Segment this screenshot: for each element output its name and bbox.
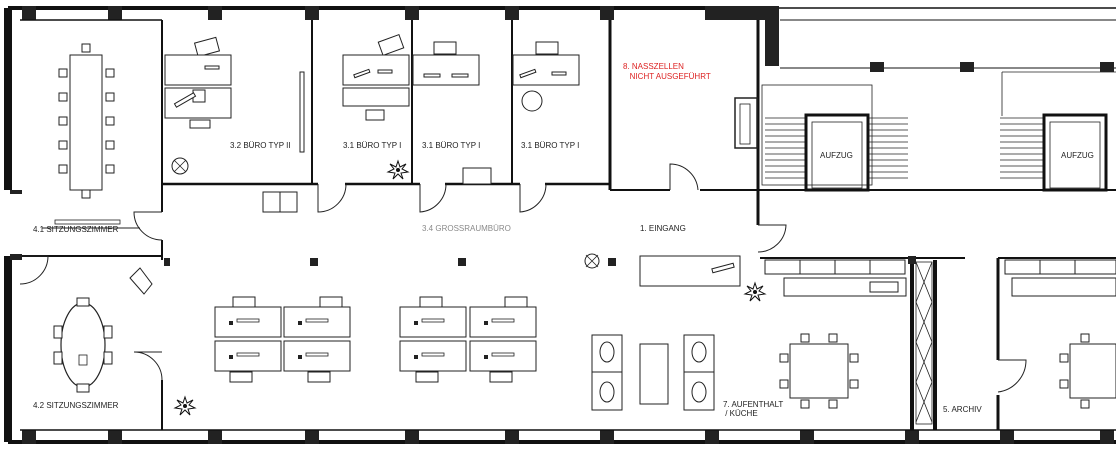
open-office-desks-right xyxy=(399,296,537,383)
room-label-lounge-kitchen: 7. AUFENTHALT / KÜCHE xyxy=(723,400,784,418)
open-office-desks-left xyxy=(214,296,351,383)
office-furniture-3-1-b xyxy=(412,41,480,86)
window-piers-top xyxy=(22,6,1114,72)
room-label-open-office: 3.4 GROSSRAUMBÜRO xyxy=(422,224,511,233)
room-label-wet-cells: 8. NASSZELLEN NICHT AUSGEFÜHRT xyxy=(623,62,711,81)
room-label-archive: 5. ARCHIV xyxy=(943,405,982,414)
room-label-lift-left: AUFZUG xyxy=(820,151,853,160)
exterior-walls xyxy=(4,6,1116,444)
lounge-seating xyxy=(591,334,715,411)
partition-walls xyxy=(20,19,1116,431)
meeting-table-oval xyxy=(53,267,153,393)
corridor-furniture xyxy=(262,191,741,287)
room-label-office-type1-b: 3.1 BÜRO TYP I xyxy=(422,141,481,150)
room-label-office-type1-c: 3.1 BÜRO TYP I xyxy=(521,141,580,150)
room-label-office-type2: 3.2 BÜRO TYP II xyxy=(230,141,291,150)
wall-stubs xyxy=(10,190,916,266)
archive-shelving xyxy=(915,261,933,425)
office-furniture-3-2 xyxy=(164,36,305,175)
kitchen-counter xyxy=(764,259,907,409)
room-label-meeting-small: 4.2 SITZUNGSZIMMER xyxy=(33,401,119,410)
room-label-meeting-large: 4.1 SITZUNGSZIMMER xyxy=(33,225,119,234)
room-label-office-type1-a: 3.1 BÜRO TYP I xyxy=(343,141,402,150)
office-furniture-3-1-a xyxy=(342,34,410,121)
right-room-furniture xyxy=(1004,259,1116,409)
meeting-table-large xyxy=(42,43,140,229)
stair-lift-right xyxy=(1000,71,1116,192)
stair-lift-left xyxy=(734,84,908,192)
room-label-lift-right: AUFZUG xyxy=(1061,151,1094,160)
room-label-entrance: 1. EINGANG xyxy=(640,224,686,233)
window-piers-bottom xyxy=(22,430,1114,444)
office-furniture-3-1-c xyxy=(462,41,580,185)
door-swings xyxy=(19,163,1027,393)
